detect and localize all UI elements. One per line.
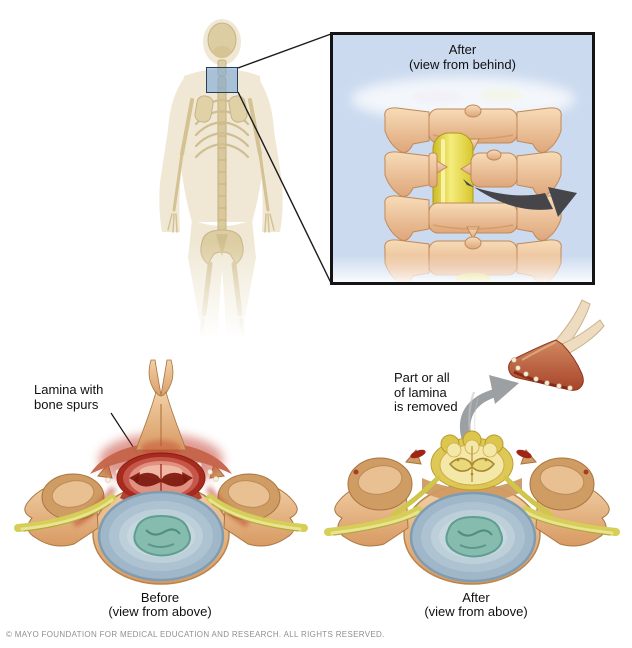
nucleus xyxy=(445,515,503,558)
after-caption: After (view from above) xyxy=(424,590,528,619)
neck-highlight-box xyxy=(206,67,238,93)
inset-title-line1: After xyxy=(448,42,477,57)
inset-arrow xyxy=(463,179,577,217)
skeleton-figure xyxy=(146,19,296,338)
nucleus xyxy=(133,514,191,557)
nerve-roots xyxy=(324,475,620,536)
before-vertebra-illustration xyxy=(14,359,308,585)
inflamed-lamina-arch xyxy=(90,442,232,474)
bone-spurs xyxy=(511,357,573,391)
nerve-roots xyxy=(14,494,308,532)
before-caption: Before (view from above) xyxy=(108,590,212,619)
intervertebral-disc xyxy=(97,490,225,582)
lamina-removed-label: Part or all of lamina is removed xyxy=(394,370,458,414)
inset-title: After (view from behind) xyxy=(333,42,592,72)
vertebrae-behind-illustration xyxy=(333,77,592,282)
decompressed-spinal-cord xyxy=(430,430,514,491)
copyright-notice: © MAYO FOUNDATION FOR MEDICAL EDUCATION … xyxy=(6,630,385,639)
after-vertebra-illustration xyxy=(324,391,620,585)
cut-marks xyxy=(353,449,589,475)
lamina-bone-spurs-label: Lamina with bone spurs xyxy=(34,382,104,412)
intervertebral-disc xyxy=(409,491,537,583)
spinous-process xyxy=(135,359,187,456)
inset-title-line2: (view from behind) xyxy=(409,57,516,72)
cervical-spine-inset: After (view from behind) xyxy=(330,32,595,285)
vertebra-laminectomy xyxy=(384,149,562,197)
removed-lamina-fragment xyxy=(508,299,605,391)
